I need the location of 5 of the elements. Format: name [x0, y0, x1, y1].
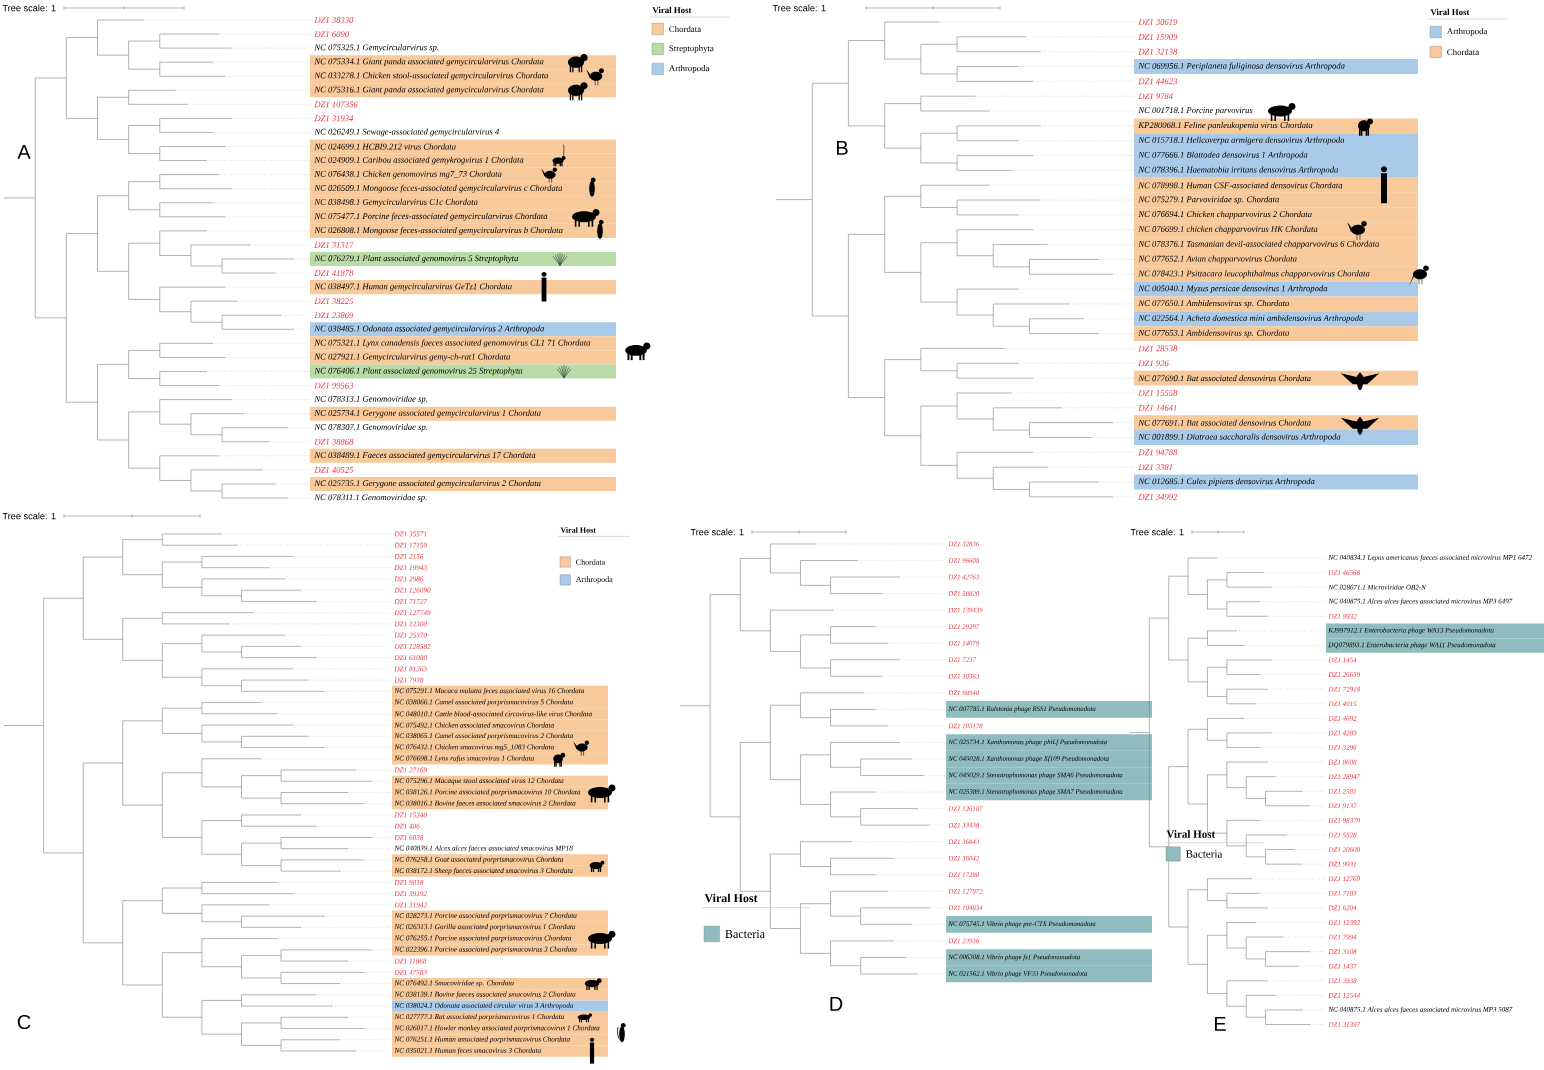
panel-letter: E — [1214, 1017, 1226, 1031]
panel-letter: B — [836, 141, 848, 155]
panel-letter: D — [830, 997, 843, 1011]
panel-letter: C — [17, 1014, 31, 1030]
panel-letter: A — [17, 145, 31, 159]
